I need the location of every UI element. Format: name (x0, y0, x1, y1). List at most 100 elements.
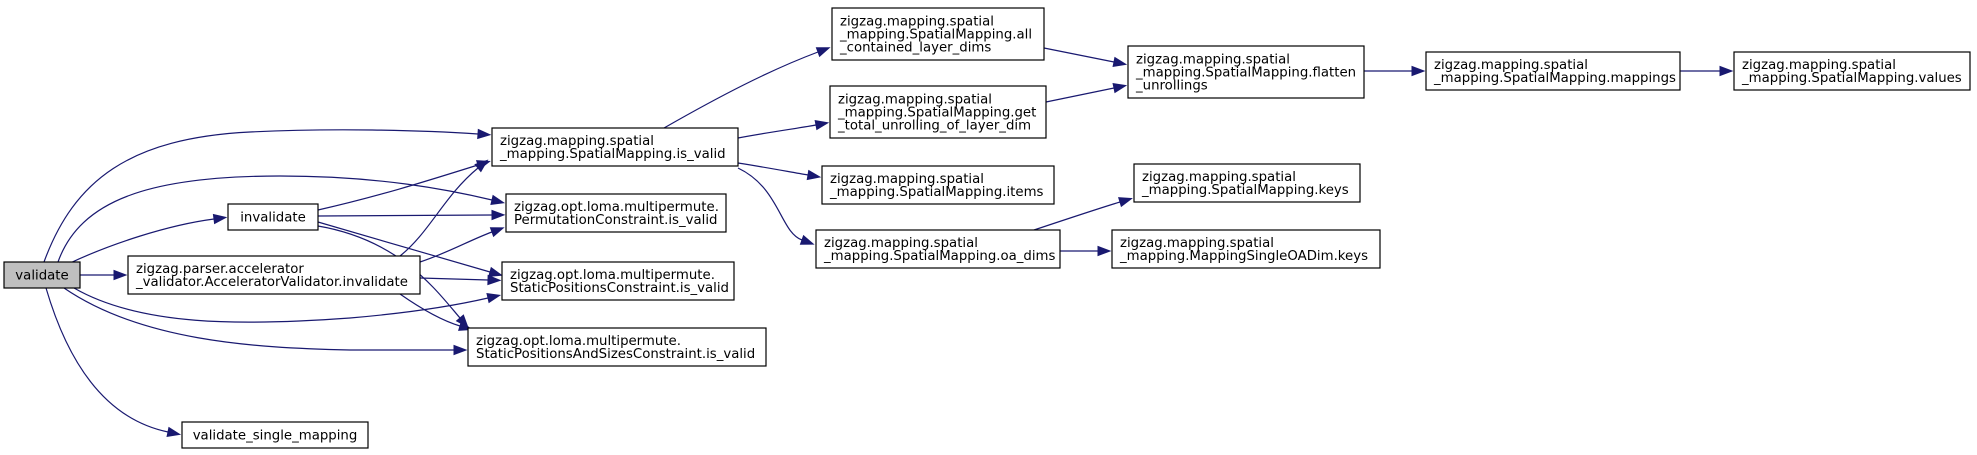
node-box (227, 203, 319, 231)
edge-line (57, 175, 493, 263)
node-static_is_valid[interactable]: zigzag.opt.loma.multipermute.StaticPosit… (501, 261, 735, 301)
arrowhead (1719, 65, 1734, 77)
edge-invalidate-to-sm_is_valid (317, 160, 491, 211)
node-label-line: zigzag.mapping.spatial (824, 236, 978, 251)
arrowhead (815, 47, 831, 58)
arrowhead (1097, 245, 1112, 257)
edge-validate-to-av_invalidate (80, 269, 128, 281)
arrowhead (166, 426, 182, 438)
node-label-line: zigzag.mapping.spatial (1136, 53, 1290, 68)
node-label-line: _mapping.SpatialMapping.items (829, 185, 1044, 200)
node-label-line: zigzag.opt.loma.multipermute. (510, 268, 715, 283)
edge-line (317, 164, 479, 211)
edge-flatten-to-mappings (1364, 65, 1426, 77)
node-label-line: _mapping.SpatialMapping.mappings (1433, 71, 1676, 86)
edge-line (63, 287, 454, 351)
edge-validate-to-perm_is_valid (57, 175, 506, 263)
arrowhead (799, 234, 815, 245)
arrowhead (1112, 56, 1128, 68)
node-validate[interactable]: validate (3, 261, 81, 289)
edge-line (399, 167, 479, 257)
node-box (467, 327, 767, 367)
arrowhead (487, 274, 502, 286)
node-values[interactable]: zigzag.mapping.spatial_mapping.SpatialMa… (1733, 51, 1971, 91)
node-box (3, 261, 81, 289)
node-label-line: _mapping.SpatialMapping.keys (1141, 183, 1349, 198)
edge-validate-to-static_is_valid (73, 287, 502, 323)
node-label-line: zigzag.mapping.spatial (840, 15, 994, 30)
node-label-line: _mapping.SpatialMapping.values (1741, 71, 1962, 86)
node-items[interactable]: zigzag.mapping.spatial_mapping.SpatialMa… (821, 165, 1055, 205)
arrowhead (1411, 65, 1426, 77)
node-sm_keys[interactable]: zigzag.mapping.spatial_mapping.SpatialMa… (1133, 163, 1361, 203)
node-box (831, 7, 1045, 61)
edge-av_invalidate-to-static_is_valid (419, 274, 502, 286)
node-label-line: _mapping.SpatialMapping.flatten (1135, 66, 1356, 81)
edge-sm_is_valid-to-items (737, 162, 822, 181)
node-label-line: invalidate (240, 211, 306, 226)
node-label-line: zigzag.mapping.spatial (1120, 236, 1274, 251)
arrowhead (474, 159, 489, 173)
edge-validate-to-invalidate (67, 213, 228, 265)
edge-sm_is_valid-to-all_contained (663, 47, 831, 129)
edge-get_total-to-flatten (1045, 82, 1128, 103)
edge-line (73, 287, 489, 323)
node-box (815, 229, 1061, 269)
node-label-line: StaticPositionsAndSizesConstraint.is_val… (476, 347, 755, 362)
node-label-line: zigzag.mapping.spatial (838, 93, 992, 108)
node-sm_is_valid[interactable]: zigzag.mapping.spatial_mapping.SpatialMa… (491, 127, 739, 167)
node-box (1133, 163, 1361, 203)
node-validate_single[interactable]: validate_single_mapping (181, 421, 369, 449)
edge-line (45, 287, 169, 433)
arrowhead (453, 344, 468, 356)
node-mappings[interactable]: zigzag.mapping.spatial_mapping.SpatialMa… (1425, 51, 1681, 91)
node-box (829, 85, 1047, 139)
node-msoad_keys[interactable]: zigzag.mapping.spatial_mapping.MappingSi… (1111, 229, 1381, 269)
node-label-line: StaticPositionsConstraint.is_valid (510, 281, 729, 296)
call-edges (43, 47, 1734, 438)
arrowhead (814, 119, 830, 131)
call-nodes: validate invalidate zigzag.parser.accelera… (3, 7, 1971, 449)
node-label-line: _unrollings (1135, 79, 1208, 94)
edge-line (67, 218, 215, 265)
node-get_total[interactable]: zigzag.mapping.spatial_mapping.SpatialMa… (829, 85, 1047, 139)
arrowhead (1112, 82, 1128, 94)
node-box (1111, 229, 1381, 269)
node-box (505, 193, 727, 233)
node-label-line: zigzag.opt.loma.multipermute. (514, 200, 719, 215)
node-label-line: zigzag.mapping.spatial (500, 134, 654, 149)
node-label-line: zigzag.mapping.spatial (830, 172, 984, 187)
edge-sm_is_valid-to-oa_dims (737, 167, 815, 245)
edge-line (737, 124, 817, 139)
edge-line (737, 167, 803, 241)
node-box (181, 421, 369, 449)
arrowhead (486, 293, 502, 304)
node-label-line: zigzag.parser.accelerator (136, 262, 304, 277)
arrowhead (477, 128, 492, 140)
edge-line (419, 231, 493, 263)
node-box (821, 165, 1055, 205)
node-box (1127, 45, 1365, 99)
node-perm_is_valid[interactable]: zigzag.opt.loma.multipermute.Permutation… (505, 193, 727, 233)
arrowhead (488, 266, 503, 277)
node-label-line: validate (15, 269, 68, 284)
node-label-line: _total_unrolling_of_layer_dim (837, 119, 1031, 134)
node-label-line: _mapping.SpatialMapping.get (837, 106, 1036, 121)
edge-av_invalidate-to-static_sizes_is_valid (399, 293, 473, 331)
edge-mappings-to-values (1680, 65, 1734, 77)
node-box (1733, 51, 1971, 91)
node-box (491, 127, 739, 167)
node-label-line: zigzag.mapping.spatial (1142, 170, 1296, 185)
arrowhead (212, 213, 228, 225)
edge-all_contained-to-flatten (1043, 47, 1128, 68)
edge-sm_is_valid-to-get_total (737, 119, 830, 139)
node-oa_dims[interactable]: zigzag.mapping.spatial_mapping.SpatialMa… (815, 229, 1061, 269)
node-label-line: validate_single_mapping (193, 429, 358, 444)
node-static_sizes_is_valid[interactable]: zigzag.opt.loma.multipermute.StaticPosit… (467, 327, 767, 367)
node-label-line: _mapping.SpatialMapping.all (839, 28, 1032, 43)
node-invalidate[interactable]: invalidate (227, 203, 319, 231)
node-all_contained[interactable]: zigzag.mapping.spatial_mapping.SpatialMa… (831, 7, 1045, 61)
node-flatten[interactable]: zigzag.mapping.spatial_mapping.SpatialMa… (1127, 45, 1365, 99)
node-av_invalidate[interactable]: zigzag.parser.accelerator_validator.Acce… (127, 255, 421, 295)
arrowhead (491, 209, 506, 221)
